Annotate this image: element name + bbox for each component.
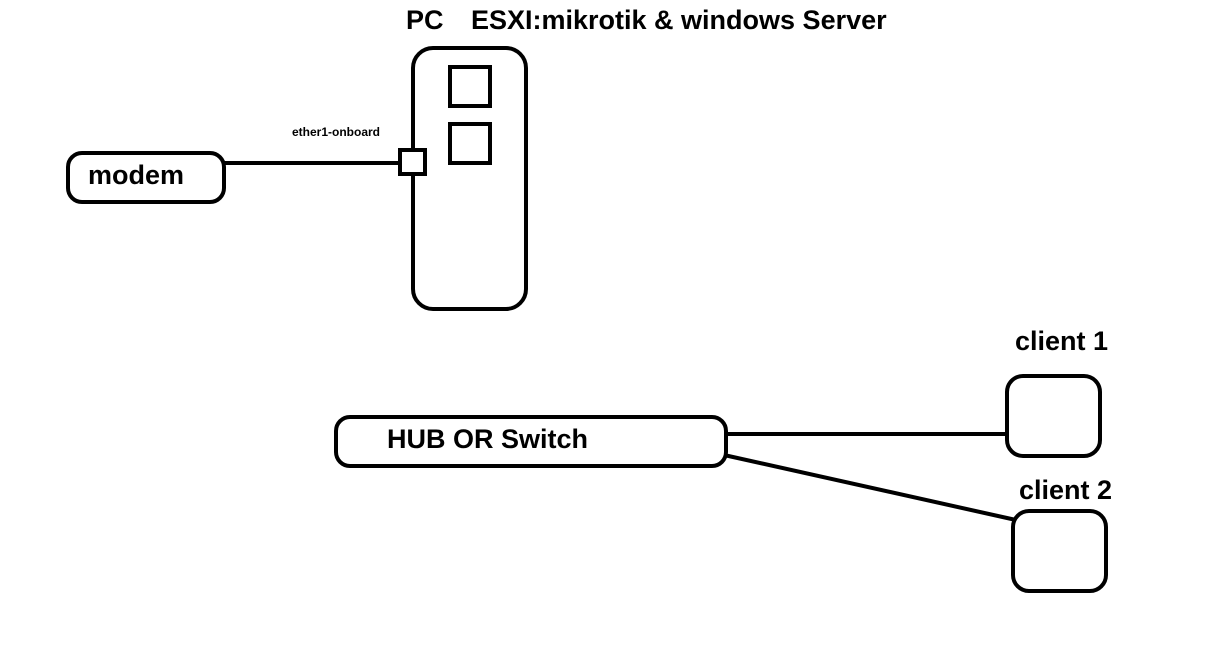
pc-label: PC bbox=[406, 5, 444, 35]
ether1-onboard-label: ether1-onboard bbox=[292, 125, 381, 139]
vm-slot-1 bbox=[448, 65, 492, 108]
client-1-label: client 1 bbox=[1015, 326, 1109, 356]
client-2-box bbox=[1011, 509, 1108, 593]
ether1-port bbox=[398, 148, 427, 176]
pc-tower bbox=[411, 46, 528, 311]
client-2-label: client 2 bbox=[1019, 475, 1113, 505]
hub-switch-label: HUB OR Switch bbox=[387, 424, 589, 454]
hub-switch-box bbox=[334, 415, 728, 468]
vm-slot-2 bbox=[448, 122, 492, 165]
client-1-box bbox=[1005, 374, 1102, 458]
modem-box bbox=[66, 151, 226, 204]
esxi-label: ESXI:mikrotik & windows Server bbox=[471, 5, 887, 35]
modem-label: modem bbox=[88, 160, 185, 190]
hub-to-client2-link bbox=[723, 453, 1017, 522]
